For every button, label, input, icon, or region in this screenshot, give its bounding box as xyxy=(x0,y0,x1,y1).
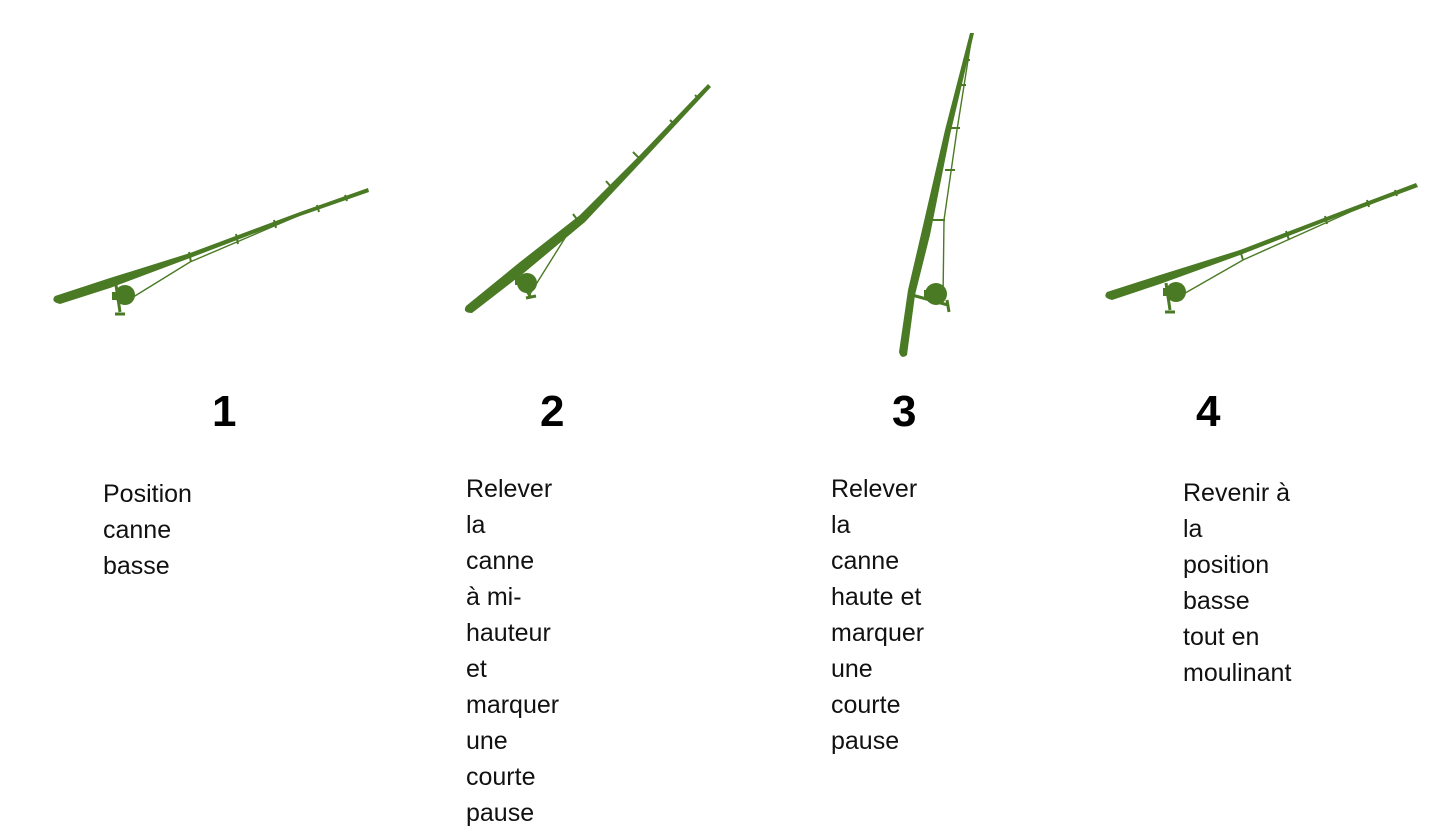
step-caption: Relever la canne à mi-hauteur et marquer… xyxy=(466,475,560,827)
step-number: 3 xyxy=(892,387,917,436)
fishing-rod-icon xyxy=(53,188,369,316)
fishing-rod-icon xyxy=(899,33,974,357)
step-number: 2 xyxy=(540,387,565,436)
fishing-rod-icon xyxy=(464,84,711,313)
step-number: 4 xyxy=(1196,387,1221,436)
step-caption: Position canne basse xyxy=(103,480,192,580)
fishing-reel-icon xyxy=(112,284,135,316)
fishing-reel-icon xyxy=(1163,282,1186,314)
step-caption: Revenir à la position basse tout en moul… xyxy=(1183,479,1292,687)
step-caption: Relever la canne haute et marquer une co… xyxy=(831,475,925,755)
fishing-reel-icon xyxy=(512,269,537,300)
fishing-rod-icon xyxy=(1105,183,1418,314)
step-number: 1 xyxy=(212,387,237,436)
fishing-reel-icon xyxy=(911,283,951,313)
